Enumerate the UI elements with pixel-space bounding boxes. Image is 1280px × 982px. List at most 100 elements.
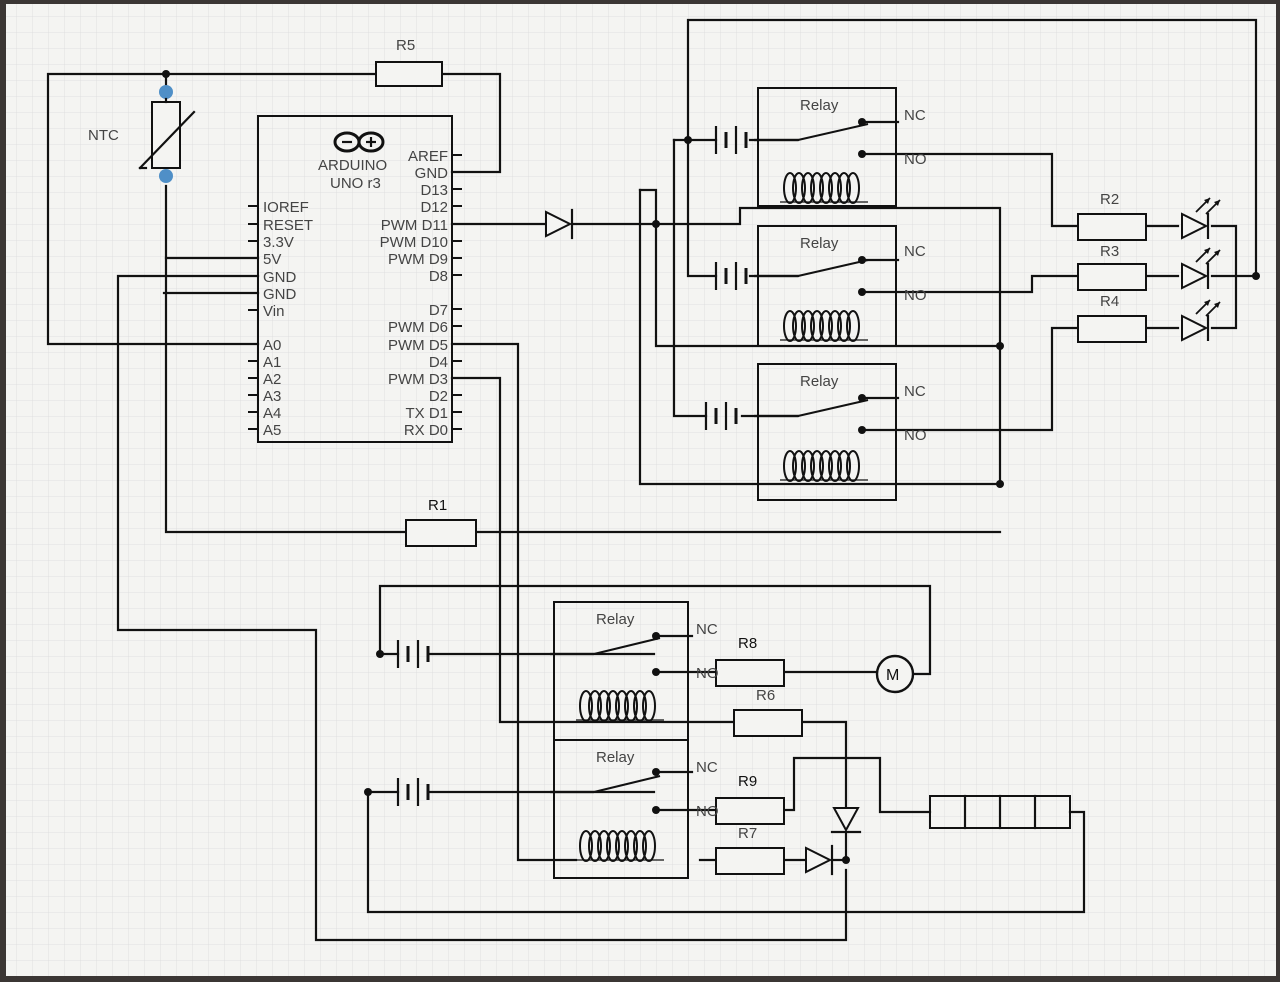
arduino-right-pin-label: TX D1 bbox=[405, 405, 448, 422]
resistor-r8: R8 bbox=[715, 635, 785, 687]
battery-icon bbox=[396, 778, 430, 806]
led-3 bbox=[1181, 299, 1221, 342]
arduino-name: ARDUINO bbox=[318, 157, 387, 174]
battery-pack bbox=[929, 794, 1071, 830]
relay-no-label: NO bbox=[696, 665, 719, 682]
arduino-right-pin-label: PWM D3 bbox=[388, 371, 448, 388]
relay-nc-label: NC bbox=[904, 383, 926, 400]
ntc-thermistor: NTC bbox=[88, 85, 196, 183]
relay-no-label: NO bbox=[904, 151, 927, 168]
diode-bottom-vertical bbox=[830, 807, 862, 834]
battery-icon bbox=[396, 640, 430, 668]
relay-title: Relay bbox=[800, 235, 839, 252]
diode-bottom-horizontal bbox=[805, 844, 834, 876]
arduino-right-pin-label: PWM D9 bbox=[388, 251, 448, 268]
led-group bbox=[1181, 197, 1221, 342]
arduino-left-pin-label: 3.3V bbox=[263, 234, 294, 251]
battery-icon bbox=[704, 402, 738, 430]
r3-label: R3 bbox=[1100, 243, 1119, 260]
resistor-r7: R7 bbox=[715, 825, 785, 875]
arduino-right-pin-label: D13 bbox=[420, 182, 448, 199]
arduino-left-pin-label: IOREF bbox=[263, 199, 309, 216]
arduino-right-pin-label: GND bbox=[415, 165, 449, 182]
arduino-right-pin-label: AREF bbox=[408, 148, 448, 165]
r1-label: R1 bbox=[428, 497, 447, 514]
relay-nc-label: NC bbox=[696, 759, 718, 776]
relay-title: Relay bbox=[800, 97, 839, 114]
battery-group bbox=[396, 126, 748, 806]
resistor-r3: R3 bbox=[1077, 243, 1147, 291]
relay-title: Relay bbox=[800, 373, 839, 390]
arduino-right-pin-label: D7 bbox=[429, 302, 448, 319]
arduino-right-pin-label: D12 bbox=[420, 199, 448, 216]
relay-coil-icon bbox=[576, 690, 664, 722]
r2-label: R2 bbox=[1100, 191, 1119, 208]
relay-coil-icon bbox=[780, 310, 868, 342]
relay-coil-icon bbox=[576, 830, 664, 862]
resistor-r5: R5 bbox=[375, 37, 443, 87]
arduino-left-pin-label: A5 bbox=[263, 422, 281, 439]
motor: M bbox=[875, 654, 915, 694]
arduino-left-pin-label: A3 bbox=[263, 388, 281, 405]
r4-label: R4 bbox=[1100, 293, 1119, 310]
resistor-r4: R4 bbox=[1077, 293, 1147, 343]
arduino-right-pin-label: PWM D5 bbox=[388, 337, 448, 354]
relay-2: Relay NC NO bbox=[754, 225, 927, 347]
relay-no-label: NO bbox=[696, 803, 719, 820]
relay-title: Relay bbox=[596, 611, 635, 628]
wires bbox=[46, 18, 1258, 942]
arduino-left-pin-label: A2 bbox=[263, 371, 281, 388]
relay-nc-label: NC bbox=[904, 243, 926, 260]
arduino-board: ARDUINO UNO r3 IOREFRESET3.3V5VGNDGNDVin… bbox=[248, 115, 462, 443]
led-2 bbox=[1181, 247, 1221, 290]
relay-title: Relay bbox=[596, 749, 635, 766]
resistor-r2: R2 bbox=[1077, 191, 1147, 241]
relay-no-label: NO bbox=[904, 427, 927, 444]
arduino-left-pin-label: 5V bbox=[263, 251, 281, 268]
arduino-left-pin-label: A1 bbox=[263, 354, 281, 371]
arduino-right-pin-label: PWM D6 bbox=[388, 319, 448, 336]
relay-no-label: NO bbox=[904, 287, 927, 304]
arduino-right-pin-label: D8 bbox=[429, 268, 448, 285]
arduino-right-pin-label: PWM D11 bbox=[381, 217, 448, 234]
arduino-left-pin-label: Vin bbox=[263, 303, 284, 320]
r7-label: R7 bbox=[738, 825, 757, 842]
grid-background bbox=[6, 4, 1276, 976]
r6-label: R6 bbox=[756, 687, 775, 704]
relay-nc-label: NC bbox=[904, 107, 926, 124]
arduino-left-pin-label: RESET bbox=[263, 217, 313, 234]
r5-label: R5 bbox=[396, 37, 415, 54]
arduino-right-pin-label: PWM D10 bbox=[380, 234, 448, 251]
arduino-right-pin-label: D4 bbox=[429, 354, 448, 371]
resistor-r6: R6 bbox=[733, 687, 803, 737]
arduino-left-pin-label: A4 bbox=[263, 405, 281, 422]
battery-icon bbox=[714, 126, 748, 154]
relay-coil-icon bbox=[780, 450, 868, 482]
arduino-left-pin-label: A0 bbox=[263, 337, 281, 354]
arduino-model: UNO r3 bbox=[330, 175, 381, 192]
resistor-r1: R1 bbox=[405, 497, 477, 547]
r8-label: R8 bbox=[738, 635, 757, 652]
ntc-pin-top bbox=[159, 85, 173, 99]
resistor-r9: R9 bbox=[715, 773, 785, 825]
arduino-logo-icon bbox=[333, 131, 385, 153]
diode-d11 bbox=[545, 208, 574, 240]
battery-icon bbox=[714, 262, 748, 290]
arduino-right-pin-label: RX D0 bbox=[404, 422, 448, 439]
arduino-right-pin-label: D2 bbox=[429, 388, 448, 405]
ntc-pin-bottom bbox=[159, 169, 173, 183]
arduino-left-pin-label: GND bbox=[263, 286, 297, 303]
relay-coil-icon bbox=[780, 172, 868, 204]
arduino-left-pin-label: GND bbox=[263, 269, 297, 286]
r9-label: R9 bbox=[738, 773, 757, 790]
relay-nc-label: NC bbox=[696, 621, 718, 638]
ntc-label: NTC bbox=[88, 127, 119, 144]
led-1 bbox=[1181, 197, 1221, 240]
